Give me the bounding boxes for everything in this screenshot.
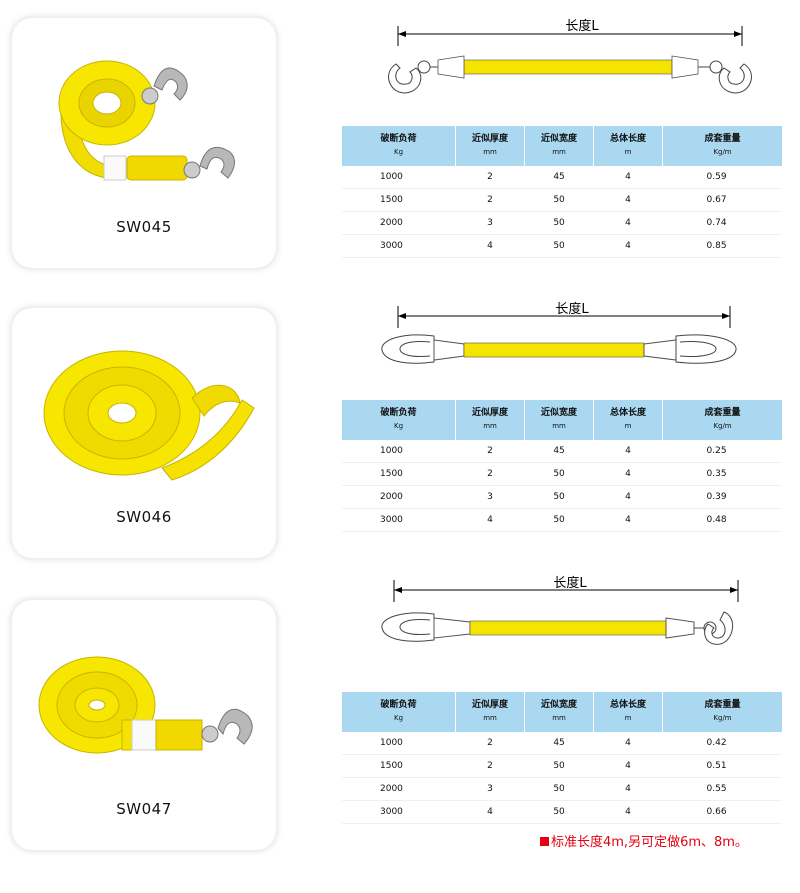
product-code: SW046	[116, 508, 172, 526]
product-code: SW047	[116, 800, 172, 818]
strap-loop-hook-photo	[38, 656, 253, 754]
product-card-sw047: SW047	[12, 600, 276, 850]
note-text: 标准长度4m,另可定做6m、8m。	[551, 835, 748, 850]
square-bullet-icon	[540, 837, 549, 846]
diagram-hook-hook: 长度L	[372, 12, 768, 98]
diagram-loop-loop: 长度L	[372, 296, 768, 382]
strap-loop-loop-photo	[43, 350, 255, 481]
length-note: 标准长度4m,另可定做6m、8m。	[540, 831, 748, 850]
diagram-loop-hook: 长度L	[372, 570, 768, 656]
length-label: 长度L	[565, 18, 599, 34]
product-card-sw046: SW046	[12, 308, 276, 558]
length-label: 长度L	[553, 575, 587, 591]
product-card-sw045: SW045	[12, 18, 276, 268]
length-label: 长度L	[555, 301, 589, 317]
product-code: SW045	[116, 218, 172, 236]
strap-hook-hook-photo	[58, 60, 235, 181]
